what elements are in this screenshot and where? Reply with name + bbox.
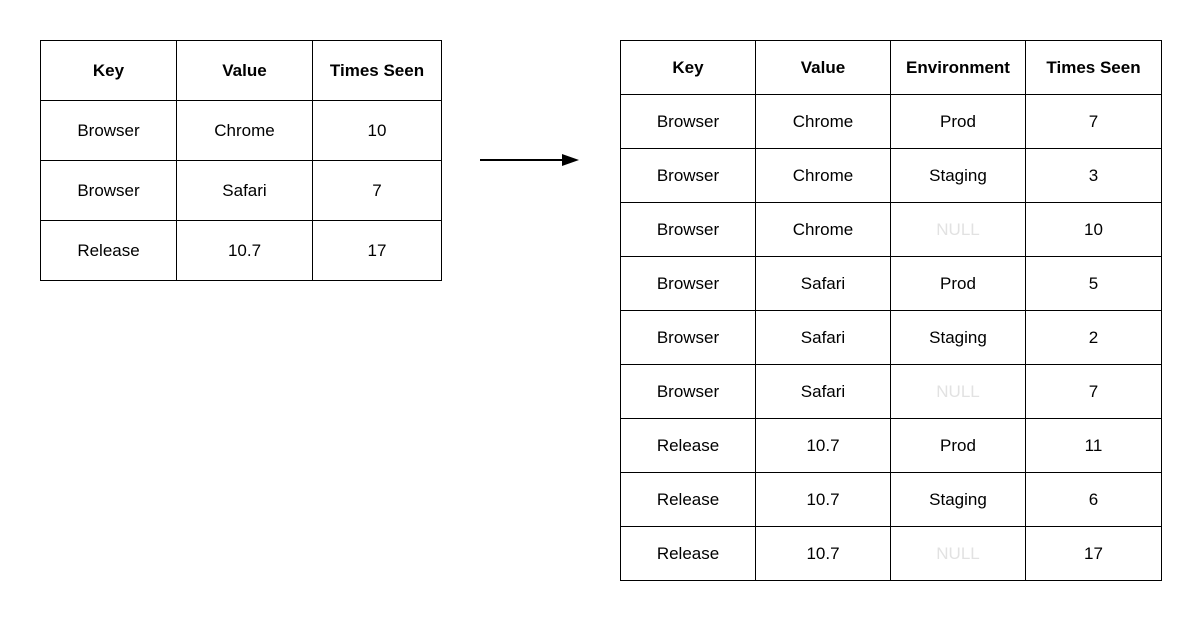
column-header-environment: Environment xyxy=(890,40,1026,95)
table-row: Browser Safari Staging 2 xyxy=(620,310,1162,365)
cell-times-seen: 3 xyxy=(1025,148,1162,203)
cell-environment: Prod xyxy=(890,418,1026,473)
cell-value: Chrome xyxy=(755,202,891,257)
cell-times-seen: 2 xyxy=(1025,310,1162,365)
column-header-times-seen: Times Seen xyxy=(1025,40,1162,95)
column-header-value: Value xyxy=(755,40,891,95)
table-row: Release 10.7 Prod 11 xyxy=(620,418,1162,473)
table-header-row: Key Value Times Seen xyxy=(40,40,442,101)
cell-value: 10.7 xyxy=(755,526,891,581)
column-header-times-seen: Times Seen xyxy=(312,40,442,101)
cell-key: Browser xyxy=(620,94,756,149)
cell-times-seen: 17 xyxy=(1025,526,1162,581)
table-row: Browser Chrome Prod 7 xyxy=(620,94,1162,149)
cell-environment-null: NULL xyxy=(890,526,1026,581)
column-header-value: Value xyxy=(176,40,313,101)
table-row: Release 10.7 Staging 6 xyxy=(620,472,1162,527)
cell-environment: Prod xyxy=(890,256,1026,311)
cell-environment-null: NULL xyxy=(890,364,1026,419)
cell-key: Browser xyxy=(620,256,756,311)
cell-times-seen: 6 xyxy=(1025,472,1162,527)
cell-value: Chrome xyxy=(755,148,891,203)
cell-times-seen: 7 xyxy=(1025,94,1162,149)
cell-environment: Staging xyxy=(890,310,1026,365)
table-row: Browser Chrome Staging 3 xyxy=(620,148,1162,203)
cell-environment: Staging xyxy=(890,472,1026,527)
table-row: Release 10.7 NULL 17 xyxy=(620,526,1162,581)
cell-times-seen: 10 xyxy=(312,100,442,161)
cell-key: Release xyxy=(620,526,756,581)
right-arrow-icon xyxy=(480,154,579,166)
source-table: Key Value Times Seen Browser Chrome 10 B… xyxy=(40,40,442,281)
cell-value: Safari xyxy=(755,310,891,365)
expanded-table: Key Value Environment Times Seen Browser… xyxy=(620,40,1162,581)
cell-value: Safari xyxy=(755,256,891,311)
table-row: Browser Chrome 10 xyxy=(40,100,442,161)
cell-key: Browser xyxy=(620,364,756,419)
cell-key: Browser xyxy=(40,100,177,161)
cell-key: Browser xyxy=(620,202,756,257)
cell-key: Browser xyxy=(620,148,756,203)
cell-value: Chrome xyxy=(755,94,891,149)
cell-environment: Prod xyxy=(890,94,1026,149)
table-row: Browser Safari NULL 7 xyxy=(620,364,1162,419)
cell-value: Safari xyxy=(176,160,313,221)
cell-times-seen: 7 xyxy=(312,160,442,221)
table-row: Browser Safari Prod 5 xyxy=(620,256,1162,311)
cell-key: Browser xyxy=(40,160,177,221)
cell-value: 10.7 xyxy=(755,472,891,527)
cell-environment-null: NULL xyxy=(890,202,1026,257)
cell-times-seen: 10 xyxy=(1025,202,1162,257)
cell-value: Safari xyxy=(755,364,891,419)
cell-value: 10.7 xyxy=(755,418,891,473)
cell-environment: Staging xyxy=(890,148,1026,203)
cell-times-seen: 11 xyxy=(1025,418,1162,473)
table-row: Release 10.7 17 xyxy=(40,220,442,281)
cell-key: Browser xyxy=(620,310,756,365)
cell-key: Release xyxy=(40,220,177,281)
cell-times-seen: 7 xyxy=(1025,364,1162,419)
column-header-key: Key xyxy=(40,40,177,101)
table-row: Browser Safari 7 xyxy=(40,160,442,221)
cell-times-seen: 5 xyxy=(1025,256,1162,311)
column-header-key: Key xyxy=(620,40,756,95)
cell-times-seen: 17 xyxy=(312,220,442,281)
cell-value: 10.7 xyxy=(176,220,313,281)
table-row: Browser Chrome NULL 10 xyxy=(620,202,1162,257)
cell-key: Release xyxy=(620,472,756,527)
cell-key: Release xyxy=(620,418,756,473)
cell-value: Chrome xyxy=(176,100,313,161)
table-header-row: Key Value Environment Times Seen xyxy=(620,40,1162,95)
